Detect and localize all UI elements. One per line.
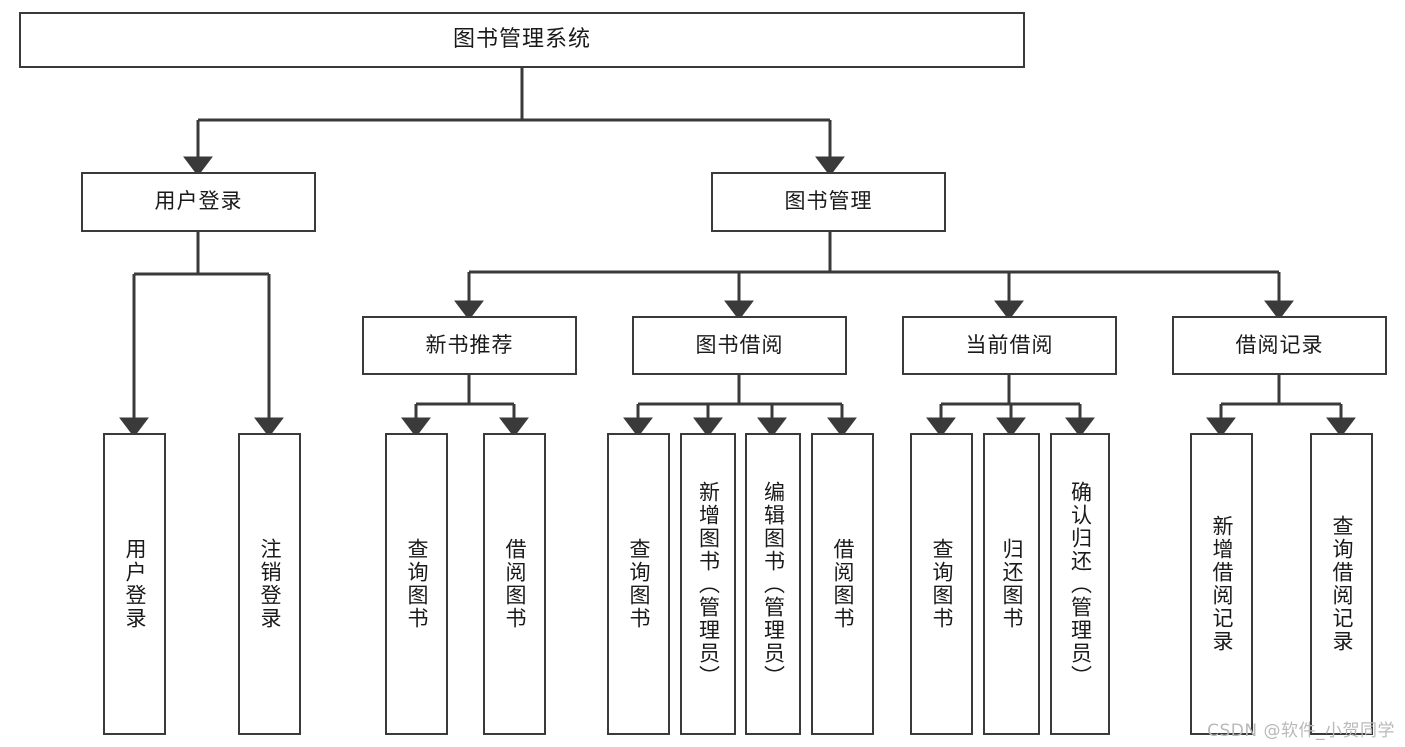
node-book-borrowing[interactable]: 图书借阅 — [632, 316, 847, 375]
node-label: 查询图书 — [626, 538, 651, 630]
node-borrow-records[interactable]: 借阅记录 — [1172, 316, 1387, 375]
leaf-borrow-add-book-admin[interactable]: 新增图书（管理员） — [680, 433, 736, 735]
leaf-user-login-sign-in[interactable]: 用户登录 — [103, 433, 166, 735]
node-label: 注销登录 — [257, 538, 282, 630]
node-new-book-recommendation[interactable]: 新书推荐 — [362, 316, 577, 375]
node-label: 用户登录 — [154, 189, 243, 214]
node-label: 新增图书（管理员） — [696, 480, 721, 688]
node-label: 借阅图书 — [502, 538, 527, 630]
leaf-current-query-books[interactable]: 查询图书 — [910, 433, 973, 735]
leaf-user-login-sign-out[interactable]: 注销登录 — [238, 433, 301, 735]
node-label: 确认归还（管理员） — [1068, 480, 1093, 688]
node-label: 图书管理系统 — [452, 26, 591, 52]
node-label: 查询图书 — [929, 538, 954, 630]
node-root-book-management-system[interactable]: 图书管理系统 — [19, 12, 1025, 68]
node-label: 新增借阅记录 — [1209, 515, 1234, 653]
leaf-borrow-edit-book-admin[interactable]: 编辑图书（管理员） — [745, 433, 801, 735]
node-label: 编辑图书（管理员） — [761, 480, 786, 688]
leaf-record-add-borrow-record[interactable]: 新增借阅记录 — [1190, 433, 1253, 735]
node-label: 用户登录 — [122, 538, 147, 630]
leaf-borrow-query-books[interactable]: 查询图书 — [607, 433, 670, 735]
node-label: 图书管理 — [784, 189, 873, 214]
node-label: 借阅记录 — [1235, 332, 1324, 357]
leaf-current-return-books[interactable]: 归还图书 — [983, 433, 1040, 735]
node-label: 当前借阅 — [965, 332, 1054, 357]
node-label: 新书推荐 — [425, 332, 514, 357]
node-label: 归还图书 — [999, 538, 1024, 630]
leaf-new-book-query-books[interactable]: 查询图书 — [385, 433, 448, 735]
leaf-record-query-borrow-record[interactable]: 查询借阅记录 — [1310, 433, 1373, 735]
node-user-login[interactable]: 用户登录 — [81, 172, 316, 232]
leaf-new-book-borrow-books[interactable]: 借阅图书 — [483, 433, 546, 735]
node-label: 借阅图书 — [830, 538, 855, 630]
node-label: 图书借阅 — [695, 332, 784, 357]
node-label: 查询图书 — [404, 538, 429, 630]
node-book-management[interactable]: 图书管理 — [711, 172, 946, 232]
csdn-watermark: CSDN @软件_小贺同学 — [1207, 721, 1395, 741]
leaf-current-confirm-return-admin[interactable]: 确认归还（管理员） — [1050, 433, 1110, 735]
node-current-borrowing[interactable]: 当前借阅 — [902, 316, 1117, 375]
leaf-borrow-borrow-books[interactable]: 借阅图书 — [811, 433, 874, 735]
node-label: 查询借阅记录 — [1329, 515, 1354, 653]
